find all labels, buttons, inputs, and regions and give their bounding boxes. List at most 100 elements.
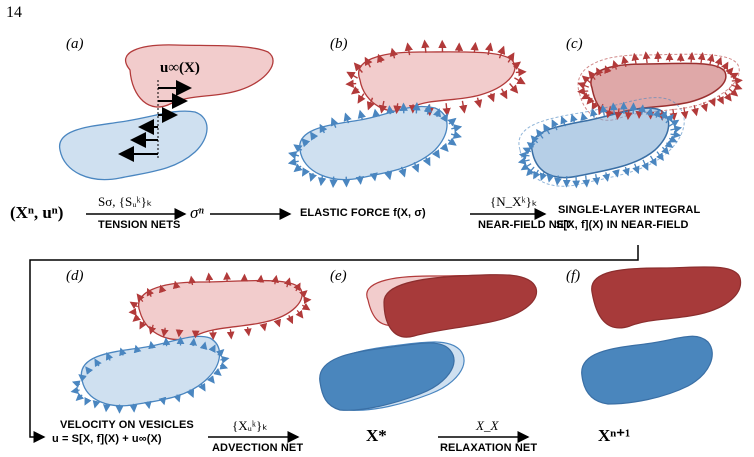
force-arrow <box>664 140 674 148</box>
blue-vesicle <box>319 342 455 411</box>
force-arrow <box>345 79 357 88</box>
advection-symbols: {Xᵤᵏ}ₖ <box>232 418 268 433</box>
force-arrow <box>506 52 515 63</box>
force-arrow <box>273 318 282 328</box>
force-arrow <box>520 162 532 171</box>
force-arrow <box>70 386 80 395</box>
force-arrow <box>423 103 433 115</box>
force-arrow <box>691 104 699 117</box>
force-arrow <box>366 97 375 111</box>
force-arrow <box>186 389 195 398</box>
force-arrow <box>652 108 661 118</box>
force-arrow <box>288 151 300 160</box>
force-arrow <box>447 137 457 146</box>
force-arrow <box>721 61 729 72</box>
flow-label: u∞(X) <box>160 60 200 76</box>
force-arrow <box>570 113 578 124</box>
force-arrow <box>659 110 667 121</box>
force-arrow <box>645 107 654 116</box>
force-arrow <box>665 113 674 124</box>
force-arrow <box>631 52 640 65</box>
force-arrow <box>706 53 715 66</box>
panel-label-c: (c) <box>566 36 583 52</box>
force-arrow <box>219 362 229 370</box>
force-arrow <box>560 115 568 127</box>
force-arrow <box>530 135 539 144</box>
force-arrow <box>198 382 206 392</box>
panel-label-d: (d) <box>66 268 84 284</box>
blue-vesicle <box>59 110 208 181</box>
force-arrow <box>105 352 114 361</box>
force-arrow <box>431 149 440 159</box>
blue-vesicle <box>299 105 448 181</box>
force-arrow <box>723 92 732 102</box>
force-arrow <box>654 51 662 63</box>
panel-d-vesicles <box>70 271 312 414</box>
force-arrow <box>412 102 421 114</box>
force-arrow <box>497 45 506 59</box>
force-arrow <box>158 396 167 406</box>
force-arrow <box>355 175 364 185</box>
force-arrow <box>287 157 299 166</box>
force-arrow <box>554 175 562 186</box>
connector-line <box>29 245 639 443</box>
force-arrow <box>329 176 338 188</box>
force-arrow <box>700 102 708 112</box>
force-arrow <box>243 326 252 337</box>
force-arrow <box>680 107 689 120</box>
force-arrow <box>384 170 393 181</box>
force-arrow <box>621 55 629 68</box>
force-arrow <box>484 42 494 56</box>
force-arrow <box>389 47 398 59</box>
force-arrow <box>271 274 279 285</box>
force-arrow <box>612 60 620 70</box>
force-arrow <box>581 75 592 84</box>
force-arrow <box>286 315 294 325</box>
force-arrow <box>514 76 526 85</box>
near-field-symbols: {N_Xᵏ}ₖ <box>490 194 538 209</box>
force-arrow <box>716 95 724 105</box>
force-arrow <box>78 374 87 383</box>
x-next: Xⁿ⁺¹ <box>598 426 631 445</box>
elastic-force-label: ELASTIC FORCE f(X, σ) <box>300 207 426 219</box>
force-arrow <box>386 105 395 115</box>
force-arrow <box>661 146 670 155</box>
single-layer-line2: S[X, f](X) IN NEAR-FIELD <box>556 219 689 231</box>
page-number: 14 <box>6 4 22 21</box>
force-arrow <box>310 131 319 141</box>
force-arrow <box>526 142 536 150</box>
force-arrow <box>638 104 646 115</box>
force-arrow <box>624 109 633 121</box>
red-vesicle <box>358 51 516 112</box>
sigma-n: σⁿ <box>190 203 204 222</box>
force-arrow <box>582 175 591 188</box>
force-arrow <box>517 157 530 165</box>
force-arrow <box>84 396 92 406</box>
blue-vesicle <box>531 107 670 179</box>
red-vesicle <box>124 44 274 108</box>
force-arrow <box>295 310 304 319</box>
force-arrow <box>378 100 388 114</box>
force-arrow <box>451 124 463 133</box>
force-arrow <box>162 337 171 347</box>
force-arrow <box>526 166 535 177</box>
single-layer-line1: SINGLE-LAYER INTEGRAL <box>558 204 701 216</box>
force-arrow <box>398 166 407 178</box>
force-arrow <box>439 142 449 152</box>
force-arrow <box>609 102 618 115</box>
force-arrow <box>372 108 381 118</box>
panel-label-a: (a) <box>66 36 84 52</box>
force-arrow <box>422 156 431 167</box>
force-arrow <box>591 100 599 111</box>
force-arrow <box>670 130 682 139</box>
force-arrow <box>642 51 651 64</box>
force-arrow <box>588 70 597 80</box>
force-arrow <box>199 341 208 350</box>
force-arrow <box>518 151 530 160</box>
force-arrow <box>301 302 311 311</box>
force-arrow <box>369 172 378 182</box>
force-arrow <box>536 129 544 139</box>
panel-label-e: (e) <box>330 268 347 284</box>
force-arrow <box>319 123 328 134</box>
